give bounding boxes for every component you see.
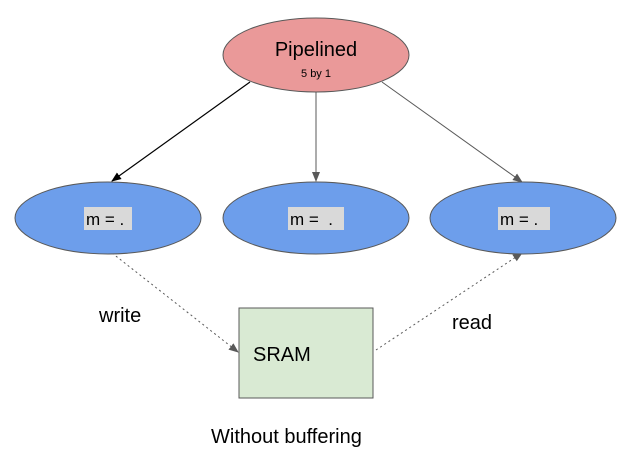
m-node-center: m = . [222, 181, 410, 255]
pipelined-title: Pipelined [275, 39, 357, 61]
write-label: write [98, 305, 141, 327]
m-label-bg-center [288, 207, 344, 230]
m-node-right: m = . [429, 181, 617, 255]
diagram-caption: Without buffering [211, 426, 362, 448]
m-node-left: m = . [14, 181, 202, 255]
edge-pipelined-to-m-left [111, 81, 251, 182]
edge-pipelined-to-m-right [381, 81, 523, 183]
m-label-bg-right [498, 207, 550, 230]
read-label: read [452, 312, 492, 334]
sram-node: SRAM [238, 307, 374, 399]
m-label-right: m = . [500, 210, 538, 229]
pipelined-subtitle: 5 by 1 [301, 68, 331, 80]
m-label-left: m = . [86, 210, 124, 229]
edge-sram-to-m-right [375, 252, 523, 351]
edge-write-to-sram [111, 252, 239, 353]
m-label-bg-left [84, 207, 132, 230]
sram-label: SRAM [253, 344, 311, 366]
m-label-center: m = . [290, 210, 333, 229]
pipelined-node: Pipelined 5 by 1 [222, 17, 410, 93]
